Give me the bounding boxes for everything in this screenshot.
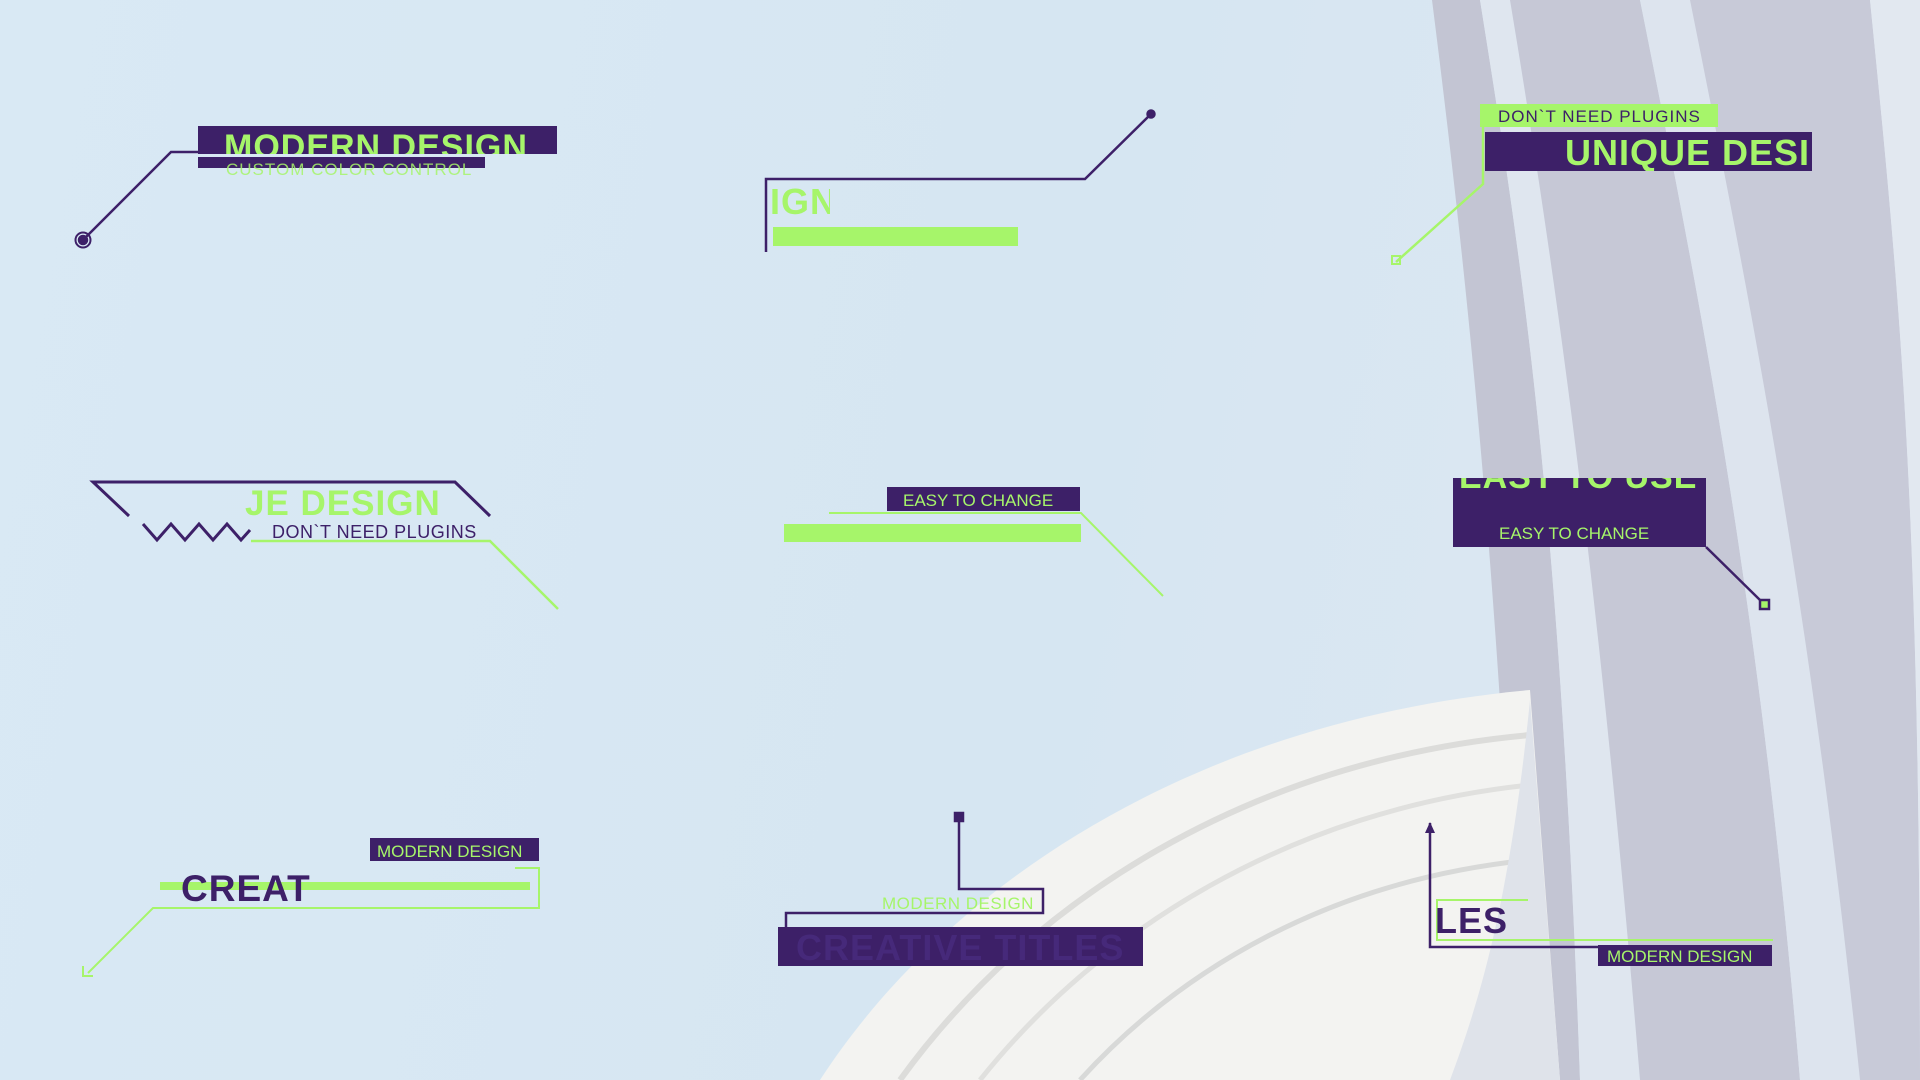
title4-frame: [89, 480, 559, 610]
title6-box: EASY TO USE EASY TO CHANGE: [1453, 478, 1706, 547]
title9-frame: [1425, 822, 1773, 949]
title3-heading: UNIQUE DESI: [1565, 135, 1811, 171]
title5-label: EASY TO CHANGE: [887, 487, 1080, 511]
title2-bar: [773, 227, 1018, 246]
chevron-pattern-icon: [141, 521, 252, 543]
title3-connector: [1391, 127, 1485, 265]
title9-heading: LES: [1435, 903, 1509, 939]
title6-heading: EASY TO USE: [1459, 478, 1697, 494]
title2-connector: [764, 109, 1156, 252]
title3-bar: UNIQUE DESI: [1485, 132, 1812, 171]
title5-bar: [784, 524, 1081, 542]
title8-heading: CREATIVE TITLES: [796, 930, 1125, 966]
title9-label-text: MODERN DESIGN: [1607, 947, 1753, 966]
title5-label-text: EASY TO CHANGE: [903, 491, 1054, 510]
title3-label-text: DON`T NEED PLUGINS: [1498, 108, 1701, 125]
title8-label: MODERN DESIGN: [882, 894, 1034, 913]
title8-connector: [784, 811, 1045, 927]
title7-label-text: MODERN DESIGN: [377, 842, 523, 861]
title5-connector: [829, 512, 1164, 597]
title8-bar: CREATIVE TITLES: [778, 927, 1143, 966]
title7-frame: [82, 867, 540, 977]
title7-bar: [160, 882, 530, 890]
title7-label: MODERN DESIGN: [370, 838, 539, 861]
title6-connector: [1705, 546, 1771, 611]
title1-heading: MODERN DESIGN: [224, 130, 528, 154]
title1-bar: [198, 126, 557, 154]
title1-connector: [74, 150, 198, 249]
title4-subtitle: DON`T NEED PLUGINS: [272, 522, 477, 542]
title1-subbar: [198, 157, 485, 168]
title2-heading: IGN: [770, 184, 830, 220]
title4-heading: JE DESIGN: [245, 486, 441, 521]
title6-subtitle: EASY TO CHANGE: [1499, 524, 1650, 543]
title9-label: MODERN DESIGN: [1598, 945, 1772, 966]
title7-heading: CREAT: [181, 870, 311, 907]
title1-subtitle: CUSTOM COLOR CONTROL: [226, 160, 473, 179]
title3-label: DON`T NEED PLUGINS: [1480, 104, 1718, 127]
